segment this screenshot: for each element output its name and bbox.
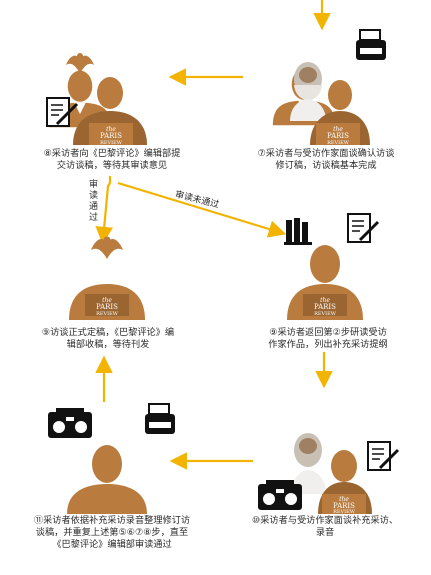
arrow-8-to-9b	[117, 181, 287, 238]
radio-icon	[48, 408, 92, 438]
author-portrait-icon	[292, 433, 326, 494]
notepad-pen-icon	[367, 441, 400, 471]
arrows	[95, 0, 333, 470]
eagle-icon	[91, 236, 123, 259]
node-step-7: the PARIS REVIEW	[272, 62, 370, 146]
books-icon	[284, 218, 312, 245]
svg-text:PARIS: PARIS	[96, 303, 118, 311]
svg-text:REVIEW: REVIEW	[314, 311, 337, 317]
caption-step-8: ⑧采访者向《巴黎评论》编辑部提交访谈稿，等待其审读意见	[43, 148, 181, 171]
notepad-pen-icon	[347, 213, 380, 243]
svg-text:REVIEW: REVIEW	[327, 140, 350, 146]
node-step-8: the PARIS REVIEW	[48, 53, 147, 146]
svg-text:PARIS: PARIS	[327, 132, 349, 140]
typewriter-icon	[356, 29, 386, 60]
svg-text:PARIS: PARIS	[333, 502, 355, 510]
node-step-9b: the PARIS REVIEW	[287, 245, 363, 320]
caption-step-7: ⑦采访者与受访作家面谈确认访谈修订稿，访谈稿基本完成	[257, 148, 395, 171]
caption-step-11: ⑪采访者依据补充采访录音整理修订访谈稿，并重复上述第⑤⑥⑦⑧步，直至《巴黎评论》…	[33, 515, 191, 550]
logo-big: PARIS	[100, 132, 122, 140]
node-step-9a: the PARIS REVIEW	[69, 236, 145, 320]
radio-icon	[258, 480, 302, 510]
caption-step-9a: ⑨访谈正式定稿，《巴黎评论》编辑部收稿，等待刊发	[41, 327, 175, 350]
svg-text:PARIS: PARIS	[314, 303, 336, 311]
typewriter-icon	[145, 403, 175, 434]
svg-text:the: the	[320, 297, 330, 304]
logo-sub: REVIEW	[100, 140, 123, 146]
node-step-11	[67, 445, 147, 514]
caption-step-9b: ⑨采访者返回第②步研读受访作家作品，列出补充采访提纲	[268, 327, 388, 350]
label-approved: 审 读 通 过	[89, 180, 99, 223]
eagle-icon	[66, 53, 94, 73]
author-portrait-icon	[290, 62, 326, 121]
logo-small: the	[106, 126, 116, 133]
svg-text:REVIEW: REVIEW	[333, 509, 356, 515]
svg-text:the: the	[102, 297, 112, 304]
notepad-pen-icon	[46, 97, 79, 127]
node-step-10: the PARIS REVIEW	[292, 433, 372, 515]
svg-text:REVIEW: REVIEW	[96, 311, 119, 317]
svg-text:the: the	[339, 496, 349, 503]
svg-text:the: the	[333, 126, 343, 133]
caption-step-10: ⑩采访者与受访作家面谈补充采访、录音	[251, 515, 399, 538]
arrow-8-to-9a	[95, 176, 113, 245]
